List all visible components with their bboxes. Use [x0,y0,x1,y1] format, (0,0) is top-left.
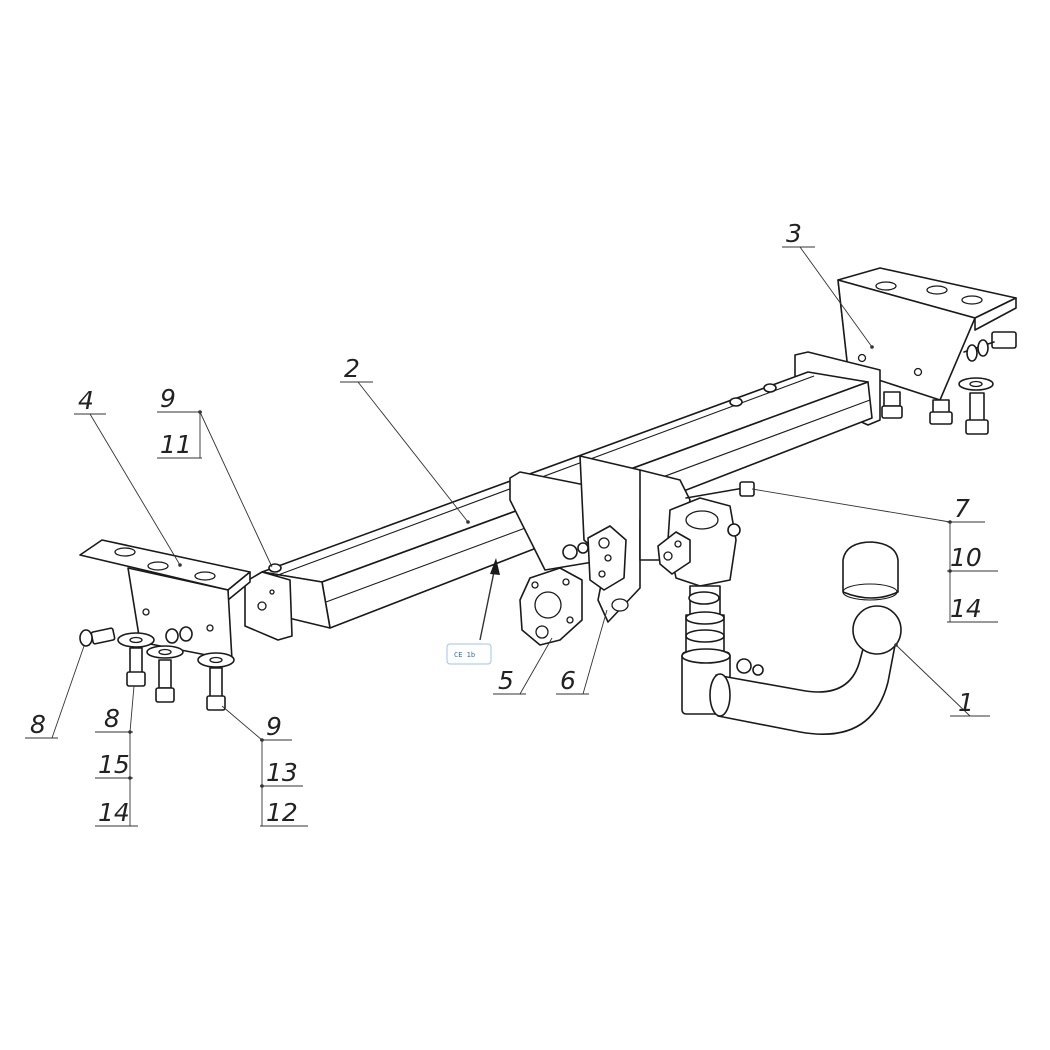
view-direction-arrow [479,558,500,641]
small-tag-text: CE 1b [454,651,475,659]
callout-8-bottom: 8 [104,704,120,733]
callout-leaders [25,246,998,827]
callout-1: 1 [958,688,974,717]
callout-14-top: 9 [160,384,176,413]
callout-4: 4 [78,386,94,415]
callout-6: 6 [560,666,576,695]
left-mounting-bracket [79,539,251,661]
small-label-tag: CE 1b [446,643,492,665]
callout-5: 5 [498,666,514,695]
callout-7: 7 [954,494,970,523]
tow-ball-cap [842,541,899,601]
callout-2: 2 [344,354,360,383]
callout-15: 15 [98,750,130,779]
callout-numbers: 3 2 4 9 11 7 10 14 1 5 6 8 8 15 14 9 13 … [30,219,982,827]
callout-11: 11 [160,430,192,459]
socket-holder-block [657,481,755,654]
callout-9: 9 [266,712,282,741]
callout-12: 12 [266,798,298,827]
callout-13: 13 [266,758,298,787]
callout-10: 10 [950,543,982,572]
callout-8-left: 8 [30,710,46,739]
left-fasteners [79,626,235,711]
callout-14-bottom: 14 [98,798,130,827]
callout-14-right: 14 [950,594,982,623]
tow-ball-neck [681,605,902,736]
callout-3: 3 [786,219,802,248]
